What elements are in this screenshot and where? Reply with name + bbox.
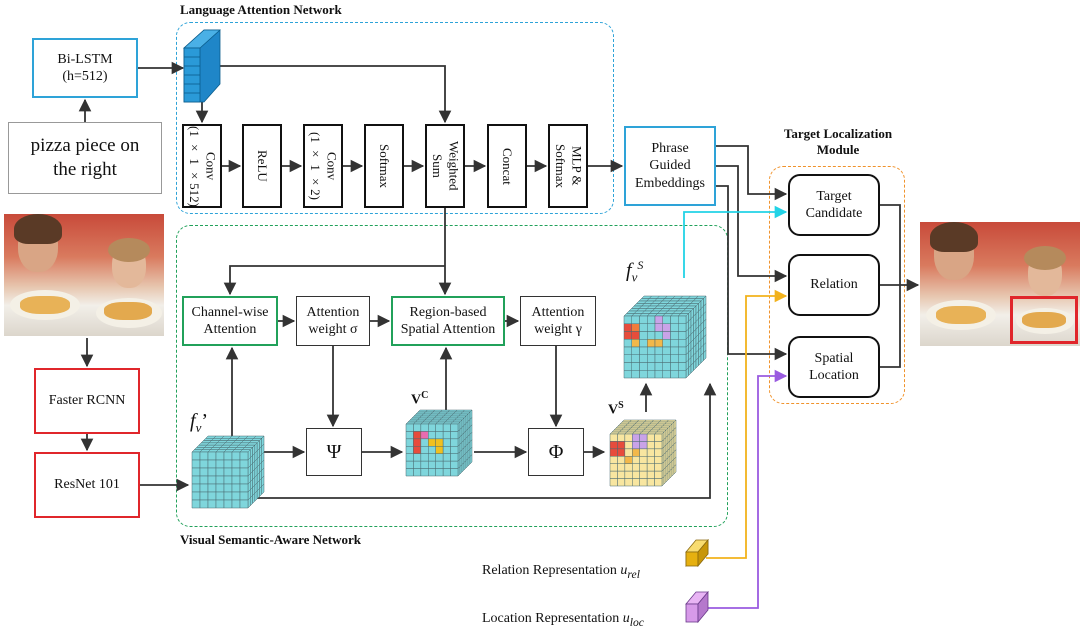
softmax-box: Softmax <box>364 124 404 208</box>
resnet-box: ResNet 101 <box>34 452 140 518</box>
target-module-title: Target Localization Module <box>783 126 893 157</box>
input-photo <box>4 214 164 336</box>
language-network-title: Language Attention Network <box>180 2 342 17</box>
output-photo <box>920 222 1080 346</box>
relation-box: Relation <box>788 254 880 316</box>
spatial-location-box: Spatial Location <box>788 336 880 398</box>
fvs-label: fvS <box>626 258 644 285</box>
word-embedding-stack <box>182 29 222 103</box>
input-text-box: pizza piece on the right <box>8 122 162 194</box>
location-representation-bar <box>685 590 709 624</box>
vc-cube <box>405 409 473 477</box>
visual-network-region <box>176 225 728 527</box>
mlp-softmax-box: MLP & Softmax <box>548 124 588 208</box>
attention-sigma-box: Attention weight σ <box>296 296 370 346</box>
concat-box: Concat <box>487 124 527 208</box>
relation-representation-label: Relation Representation urel <box>482 563 640 581</box>
relation-representation-bar <box>685 538 709 568</box>
vs-cube <box>609 419 677 487</box>
target-candidate-box: Target Candidate <box>788 174 880 236</box>
vc-label: VC <box>411 390 429 408</box>
fv-prime-cube <box>191 435 265 509</box>
language-network-region <box>176 22 614 214</box>
location-representation-label: Location Representation uloc <box>482 611 644 629</box>
psi-box: Ψ <box>306 428 362 476</box>
target-bounding-box <box>1010 296 1078 344</box>
conv1-box: Conv (1 × 1 ×512) <box>182 124 222 208</box>
fv-prime-label: fv’ <box>190 410 209 435</box>
conv2-box: Conv (1 × 1 ×2) <box>303 124 343 208</box>
relu-box: ReLU <box>242 124 282 208</box>
bilstm-box: Bi-LSTM (h=512) <box>32 38 138 98</box>
vs-label: VS <box>608 400 624 418</box>
spatial-attention-box: Region-based Spatial Attention <box>391 296 505 346</box>
weighted-sum-box: Weighted Sum <box>425 124 465 208</box>
faster-rcnn-box: Faster RCNN <box>34 368 140 434</box>
attention-gamma-box: Attention weight γ <box>520 296 596 346</box>
fvs-cube <box>623 295 707 379</box>
phrase-embeddings-box: Phrase Guided Embeddings <box>624 126 716 206</box>
visual-network-title: Visual Semantic-Aware Network <box>180 532 362 547</box>
channel-attention-box: Channel-wise Attention <box>182 296 278 346</box>
phi-box: Φ <box>528 428 584 476</box>
